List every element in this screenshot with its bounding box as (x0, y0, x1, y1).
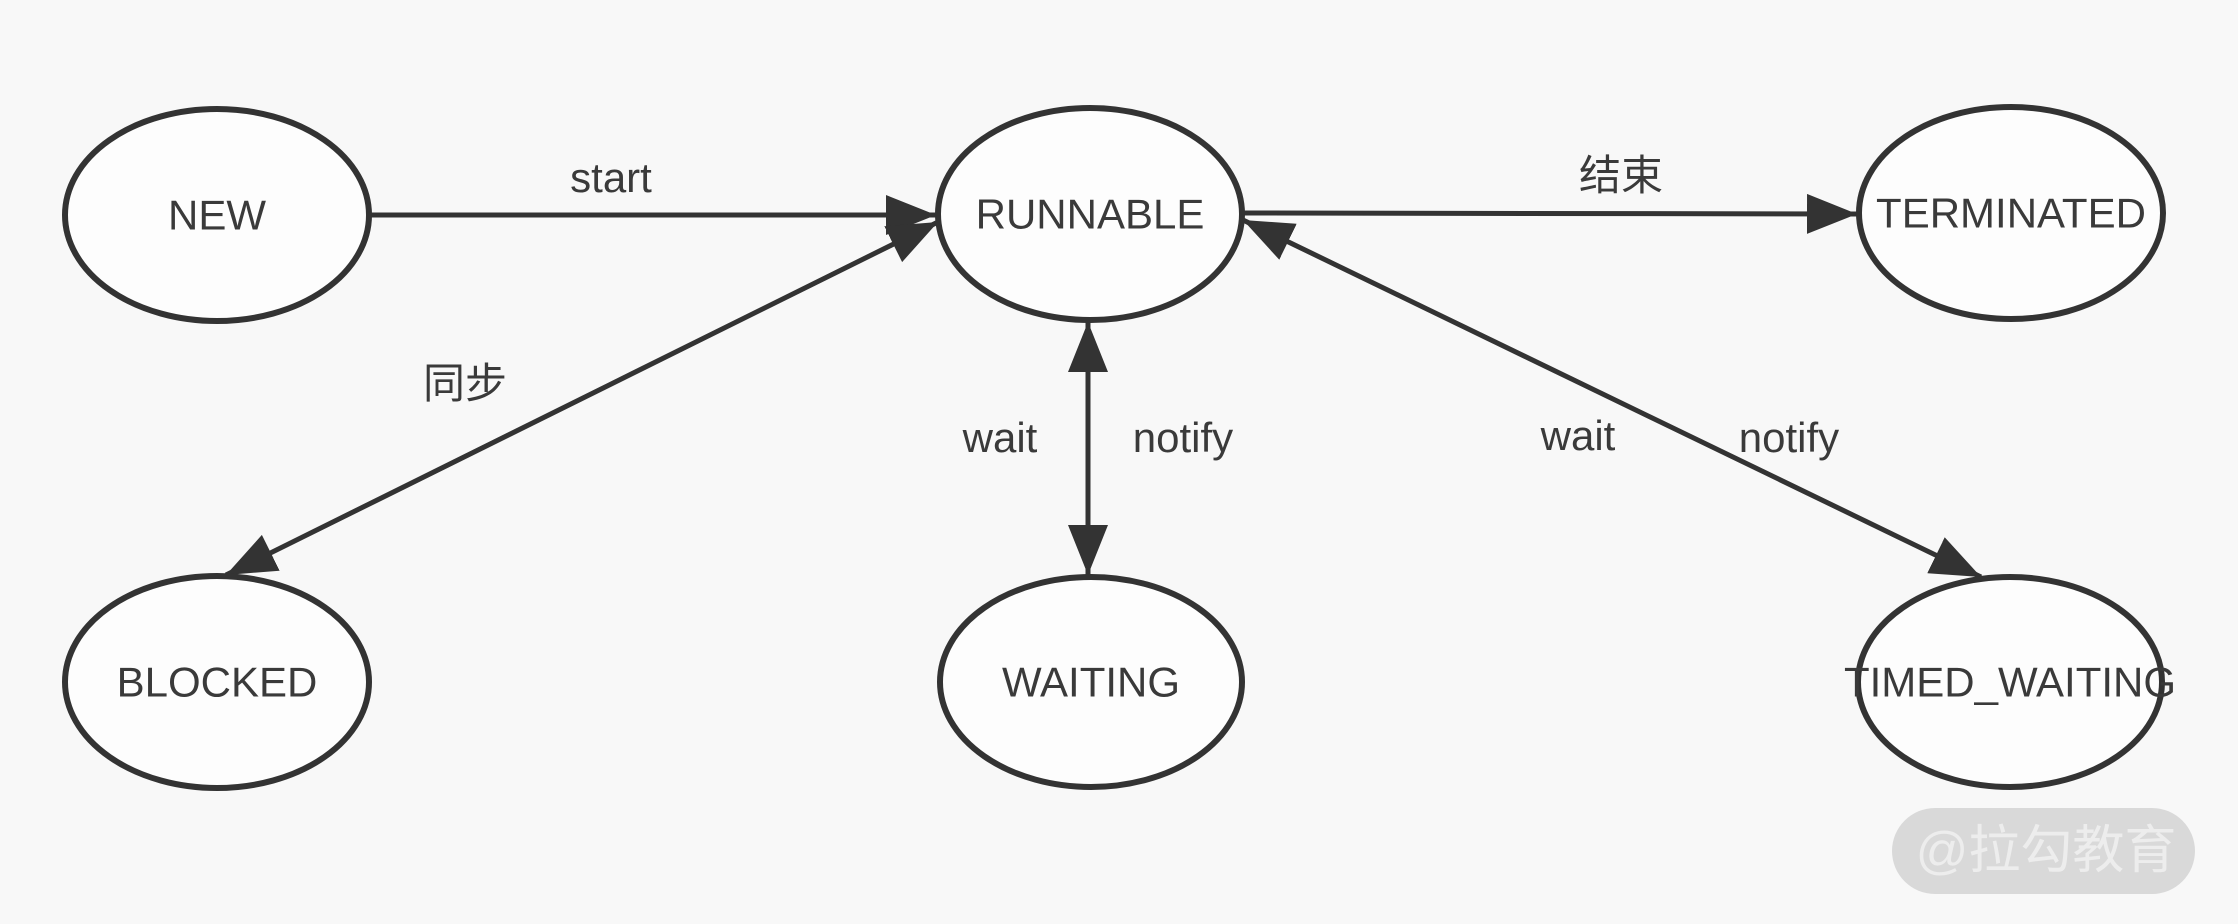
node-blocked: BLOCKED (62, 573, 372, 791)
node-runnable-shape (935, 105, 1245, 323)
node-runnable-label: RUNNABLE (976, 191, 1205, 238)
node-blocked-shape (62, 573, 372, 791)
edge-runnable-waiting-notify-label: notify (1133, 414, 1233, 461)
node-new-shape (62, 106, 372, 324)
edge-runnable-waiting-wait-label: wait (962, 414, 1038, 461)
edge-runnable-waiting: wait notify (962, 322, 1233, 575)
node-waiting-label: WAITING (1002, 659, 1180, 706)
edge-finish-label: 结束 (1579, 152, 1663, 199)
edge-finish-arrow (1241, 193, 1858, 234)
watermark: @拉勾教育 (1892, 808, 2195, 894)
edge-sync-arrow (224, 219, 940, 578)
watermark-pill (1892, 808, 2195, 894)
edge-start: start (370, 154, 936, 235)
node-timed-waiting-shape (1855, 574, 2165, 790)
edge-runnable-timed-waiting: wait notify (1241, 217, 1983, 580)
node-terminated-shape (1856, 104, 2166, 322)
edge-runnable-timed-waiting-wait-label: wait (1540, 412, 1616, 459)
node-terminated-label: TERMINATED (1876, 190, 2146, 237)
edge-sync-label: 同步 (423, 360, 507, 407)
watermark-label: @拉勾教育 (1916, 822, 2177, 880)
node-timed-waiting-label: TIMED_WAITING (1844, 659, 2176, 706)
node-new: NEW (62, 106, 372, 324)
edge-runnable-timed-waiting-arrow (1241, 217, 1983, 580)
edge-runnable-timed-waiting-notify-label: notify (1739, 414, 1839, 461)
node-blocked-label: BLOCKED (117, 659, 318, 706)
node-terminated: TERMINATED (1856, 104, 2166, 322)
node-timed-waiting: TIMED_WAITING (1844, 574, 2176, 790)
edge-finish: 结束 (1241, 152, 1858, 234)
node-waiting-shape (937, 574, 1245, 790)
edge-sync: 同步 (224, 219, 940, 578)
node-runnable: RUNNABLE (935, 105, 1245, 323)
node-new-label: NEW (168, 192, 266, 239)
edge-start-label: start (570, 154, 652, 201)
node-waiting: WAITING (937, 574, 1245, 790)
